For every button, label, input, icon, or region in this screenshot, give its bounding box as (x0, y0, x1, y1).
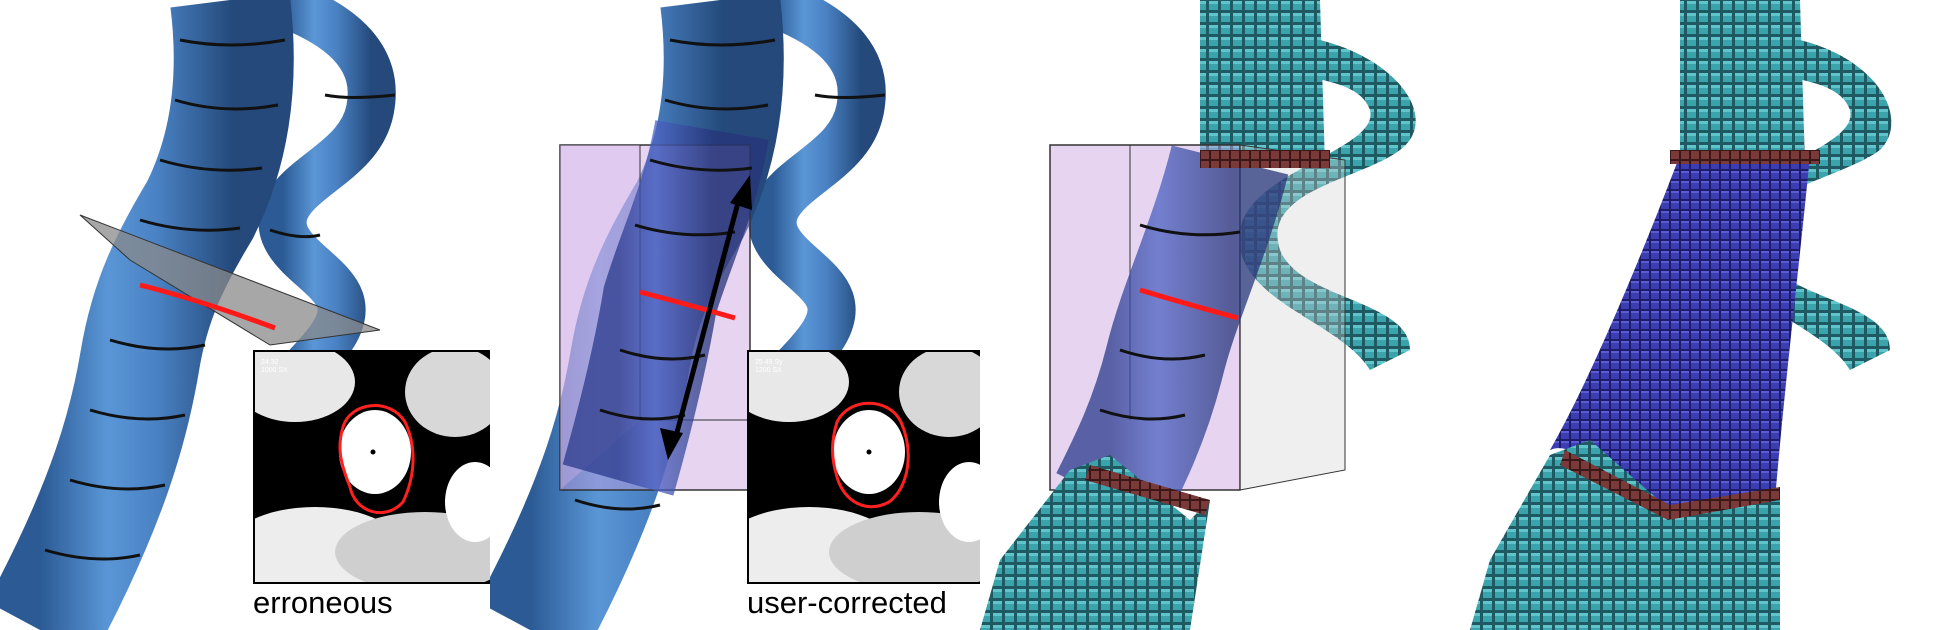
contour-line (1139, 287, 1239, 321)
erroneous-contour-line (139, 282, 276, 331)
ct-inset-erroneous: 24 32 1000 SX (253, 350, 490, 584)
branch-vessel (748, 0, 886, 404)
svg-text:25 49 Sy: 25 49 Sy (755, 359, 783, 366)
corrected-contour-line (639, 289, 736, 321)
segmentation-rings (1099, 223, 1241, 421)
ct-inset-corrected: 25 49 Sy 1200 SX (747, 350, 980, 584)
cutting-plane (79, 214, 381, 346)
voxel-upper-vessel (1200, 0, 1325, 165)
voxel-branch (1239, 40, 1416, 370)
drag-arrow (660, 175, 752, 460)
svg-text:1000 SX: 1000 SX (261, 367, 288, 374)
boundary-voxels-top (1670, 150, 1820, 164)
caption-user-corrected: user-corrected (747, 585, 947, 620)
corrected-voxel-segment (1550, 155, 1810, 520)
lumen-contour (338, 404, 415, 515)
inset-readout: 24 32 (261, 359, 279, 366)
segmentation-rings (44, 38, 396, 561)
panel-user-corrected: 25 49 Sy 1200 SX user-corrected (490, 0, 980, 630)
panel-voxel-final (1470, 0, 1948, 630)
lumen-contour (831, 401, 910, 509)
svg-text:1200 SX: 1200 SX (755, 367, 782, 374)
main-vessel (0, 0, 294, 630)
segmentation-rings (574, 38, 886, 511)
boundary-voxels-top (1200, 150, 1330, 168)
voxel-lower-vessel (1470, 440, 1780, 630)
panel-erroneous: 24 32 1000 SX erroneous (0, 0, 490, 630)
voxel-upper-vessel (1680, 0, 1805, 165)
panel-voxel-with-box (980, 0, 1470, 630)
caption-erroneous: erroneous (253, 585, 393, 620)
